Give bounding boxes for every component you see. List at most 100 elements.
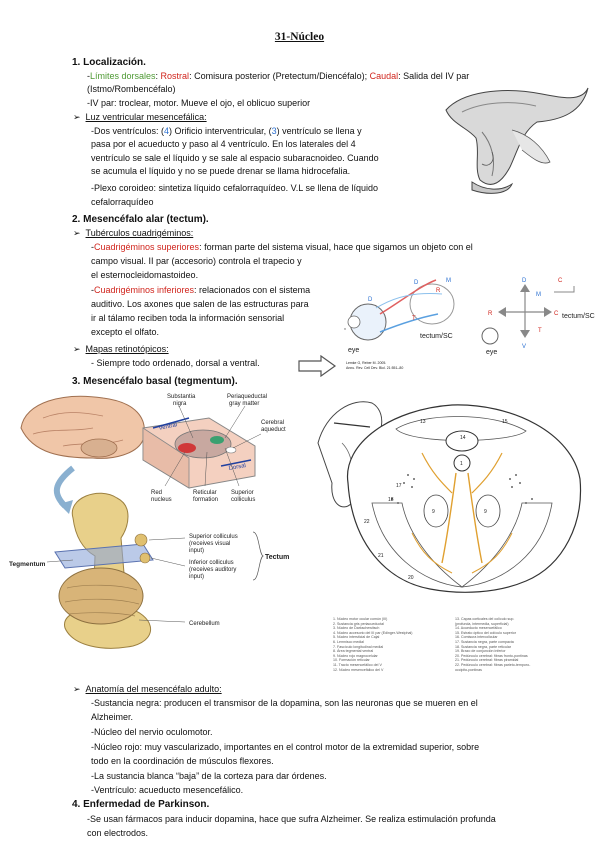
ic-label-1: Inferior colliculus [189,560,234,566]
svg-text:18: 18 [388,497,394,503]
reticular-label: Reticular [193,490,217,496]
ivpar-line: -IV par: troclear, motor. Mueve el ojo, … [87,98,311,108]
inf-line-2: auditivo. Los axones que salen de las es… [91,299,309,309]
limites-line: -Límites dorsales: Rostral: Comisura pos… [87,71,470,81]
caudal-text: : Salida del IV par [398,71,470,81]
anat-line-5: todo en la coordinación de músculos flex… [91,756,274,766]
bullet-luz: ➢ Luz ventricular mesencefálica: [73,112,207,122]
svg-text:D: D [368,297,373,303]
svg-text:20: 20 [408,575,414,581]
cerebral-label: Cerebral [261,420,284,426]
periaq-label: Periaqueductal [227,394,267,400]
page-title: 31-Núcleo [274,31,325,43]
nigra-label: nigra [173,401,187,407]
cerebellum-label: Cerebellum [189,621,220,627]
sup-line-1: -Cuadrigéminos superiores: forman parte … [91,242,473,252]
svg-text:D: D [522,278,527,284]
legend-right: 13. Capas corticales del colículo sup.(p… [455,617,531,672]
midbrain-section-figure: 14 1 9 9 22 21 20 18 17 13 15 [317,401,582,593]
luz-heading: Luz ventricular mesencefálica: [85,112,207,122]
anat-line-2: Alzheimer. [91,712,134,722]
svg-text:22: 22 [364,519,370,525]
limites-label: Límites dorsales [90,71,156,81]
svg-text:M: M [446,278,451,284]
svg-text:C: C [554,311,559,317]
plexo-line-1: -Plexo coroideo: sintetiza líquido cefal… [91,183,379,193]
svg-text:C: C [558,278,563,284]
svg-text:14: 14 [460,435,466,441]
svg-text:9: 9 [432,509,435,515]
svg-text:21: 21 [378,553,384,559]
tectum-sc-label: tectum/SC [420,333,453,340]
midbrain-tegmentum-figure: Ventral Dorsal Substantia nigra Periaque… [9,394,289,649]
caudal-label: Caudal [369,71,399,81]
svg-text:1: 1 [460,461,463,467]
svg-text:15: 15 [502,419,508,425]
svg-text:T: T [538,328,542,334]
bullet-mapas: ➢ Mapas retinotópicos: [73,344,169,354]
colliculus-label: colliculus [231,497,255,503]
ventral-label: Ventral [158,422,178,432]
svg-text:V: V [522,344,526,350]
big-right-arrow [298,355,337,377]
anat-line-3: -Núcleo del nervio oculomotor. [91,727,213,737]
substantia-label: Substantia [167,394,196,400]
aqueduct-label: aqueduct [261,427,286,433]
nucleus-label: nucleus [151,497,172,503]
ventricle-cast-figure [445,87,589,194]
section-2-heading: 2. Mesencéfalo alar (tectum). [72,214,209,225]
mapas-text: - Siempre todo ordenado, dorsal a ventra… [91,358,260,368]
mapas-heading: Mapas retinotópicos: [85,344,169,354]
inf-line-1: -Cuadrigéminos inferiores: relacionados … [91,285,311,295]
tub-heading: Tubérculos cuadrigéminos: [85,228,194,238]
svg-text:D: D [414,280,419,286]
parkinson-line-2: con electrodos. [87,828,149,838]
citation-2: Annu. Rev. Cell Dev. Biol. 21:551–80 [346,366,403,370]
gray-matter-label: gray matter [229,401,259,407]
tegmentum-label: Tegmentum [9,561,46,568]
dorsal-label: Dorsal [228,463,246,472]
svg-text:eye: eye [486,349,497,356]
inf-label: Cuadrigéminos inferiores [94,285,195,295]
legend-left: 1. Núcleo motor ocular común (III)2. Sus… [333,617,413,672]
eye-label: eye [348,347,359,354]
svg-text:V: V [344,327,346,331]
formation-label: formation [193,497,218,503]
num-3: 3 [271,126,277,136]
parkinson-line-1: -Se usan fármacos para inducir dopamina,… [87,814,496,824]
plexo-line-2: cefalorraquídeo [91,197,154,207]
superior-label: Superior [231,490,254,496]
tectum-label: Tectum [265,554,289,561]
sc-label-2: (receives visual [189,541,230,547]
anat-line-4: -Núcleo rojo: muy vascularizado, importa… [91,742,480,752]
ic-label-3: input) [189,574,204,580]
svg-text:R: R [436,288,441,294]
svg-text:M: M [536,292,541,298]
svg-text:13: 13 [420,419,426,425]
svg-text:9: 9 [484,509,487,515]
retinotopic-map-figure: V D R M T D eye tectum/SC Lemke G, Reber… [344,278,595,370]
svg-text:R: R [488,311,493,317]
sup-line-3: el esternocleidomastoideo. [91,270,199,280]
inf-line-4: excepto el olfato. [91,327,160,337]
bullet-tub: ➢ Tubérculos cuadrigéminos: [73,228,194,238]
red-label: Red [151,490,162,496]
section-4-heading: 4. Enfermedad de Parkinson. [72,799,210,810]
dos-line-2: pasa por el acueducto y paso al 4 ventrí… [91,139,356,149]
anat-heading: Anatomía del mesencéfalo adulto: [85,684,222,694]
anat-line-7: -Ventrículo: acueducto mesencefálico. [91,785,244,795]
bullet-anat: ➢ Anatomía del mesencéfalo adulto: [73,684,222,694]
section-3-heading: 3. Mesencéfalo basal (tegmentum). [72,376,238,387]
inf-line-3: ir al tálamo reciben toda la información… [91,313,285,323]
dos-line-4: se acumula el líquido y no se puede dren… [91,166,351,176]
svg-text:17: 17 [396,483,402,489]
section-1-heading: 1. Localización. [72,57,146,68]
caudal-text-2: (Istmo/Rombencéfalo) [87,84,176,94]
anat-line-6: -La sustancia blanca “baja” de la cortez… [91,771,327,781]
dos-ventriculos-line: -Dos ventrículos: (4) Orificio intervent… [91,126,362,136]
sc-label-1: Superior colliculus [189,534,238,540]
citation-1: Lemke G, Reber M. 2005. [346,361,386,365]
svg-text:tectum/SC: tectum/SC [562,313,595,320]
anat-line-1: -Sustancia negra: producen el transmisor… [91,698,478,708]
sup-label: Cuadrigéminos superiores [94,242,200,252]
